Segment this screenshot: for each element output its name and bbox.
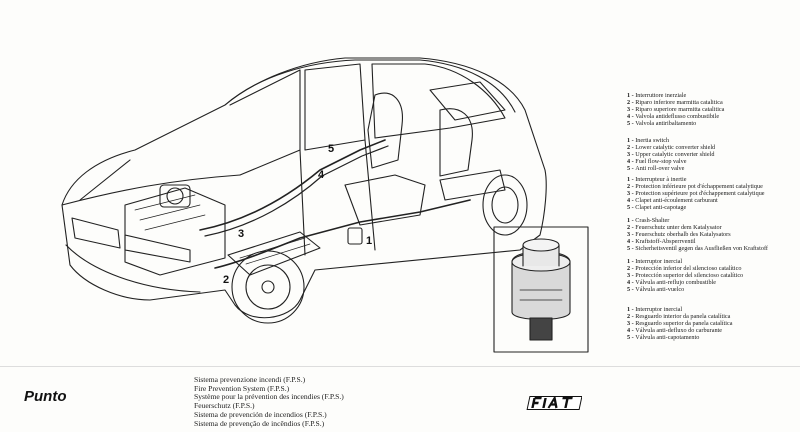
- engine-block: [124, 187, 226, 276]
- legend-item: 3 - Protección superior del silencioso c…: [627, 272, 744, 280]
- legend-item: 5 - Clapet anti-capotage: [627, 204, 687, 212]
- door-line: [299, 139, 376, 256]
- legend-item: 3 - Resguardo superior da panela catalít…: [627, 320, 733, 328]
- fuel-line: [199, 139, 386, 231]
- front-wheel-rim: [245, 264, 291, 310]
- callout-1: 1: [366, 235, 372, 247]
- roof-line: [224, 59, 516, 113]
- side-window-front: [304, 63, 366, 151]
- legend-item: 2 - Feuerschutz unter dem Katalysator: [627, 224, 722, 232]
- legend-item: 3 - Upper catalytic converter shield: [627, 151, 715, 159]
- callout-5: 5: [328, 143, 334, 155]
- legend-item: 5 - Válvula anti-vuelco: [627, 286, 685, 294]
- callout-4: 4: [318, 169, 325, 181]
- rear-muffler: [439, 169, 506, 201]
- callout-2: 2: [223, 274, 229, 286]
- legend-item: 5 - Anti roll-over valve: [627, 165, 685, 173]
- legend-spanish: 1 - Interruptor inercial 2 - Protección …: [627, 258, 799, 293]
- caption-line: Sistema prevenzione incendi (F.P.S.): [194, 375, 306, 384]
- legend-french: 1 - Interrupteur à inertie 2 - Protectio…: [627, 176, 799, 211]
- fuel-tank: [344, 174, 426, 226]
- legend-german: 1 - Crash-Shalter 2 - Feuerschutz unter …: [627, 217, 799, 252]
- legend-item: 4 - Fuel flow-stop valve: [627, 158, 687, 166]
- headlight: [71, 217, 121, 249]
- windscreen: [229, 69, 301, 176]
- caption-line: Sistema de prevención de incendios (F.P.…: [194, 409, 327, 419]
- legend-item: 2 - Protection inférieure pot d'échappem…: [627, 183, 763, 191]
- rear-wheel-rim: [491, 186, 519, 224]
- legend-portuguese: 1 - Interruptor inercial 2 - Resguardo i…: [627, 306, 799, 341]
- side-window-rear: [371, 63, 506, 139]
- inertia-switch-detail: [511, 238, 571, 341]
- model-name: Punto: [24, 388, 67, 405]
- rear-window: [429, 81, 506, 121]
- front-seat: [367, 92, 403, 169]
- caption-line: Fire Prevention System (F.P.S.): [194, 383, 290, 393]
- inset-frame: [493, 226, 589, 353]
- legend-item: 4 - Valvola antideflusso combustibile: [627, 113, 720, 121]
- hood-line: [61, 174, 241, 206]
- caption-line: Sistema de prevenção de incêndios (F.P.S…: [194, 418, 325, 428]
- legend-item: 1 - Interrupteur à inertie: [627, 176, 687, 183]
- rear-seat: [439, 108, 473, 177]
- fiat-logo: [526, 396, 582, 410]
- legend-item: 4 - Kraftstoff-Absperrventil: [627, 238, 696, 246]
- legend-item: 3 - Feuerschutz oberhalb des Katalysator…: [627, 231, 731, 239]
- legend-item: 3 - Riparo superiore marmitta catalitica: [627, 106, 725, 114]
- caption-line: Système pour la prévention des incendies…: [194, 392, 344, 402]
- legend-item: 4 - Clapet anti-écoulement carburant: [627, 197, 718, 205]
- legend-item: 1 - Crash-Shalter: [627, 217, 670, 224]
- legend-italian: 1 - Interruttore inerziale 2 - Riparo in…: [627, 92, 799, 127]
- exhaust-pipe: [214, 199, 471, 269]
- legend-item: 2 - Riparo inferiore marmitta catalitica: [627, 99, 723, 107]
- legend-item: 3 - Protection supérieure pot d'échappem…: [627, 190, 765, 198]
- legend-item: 5 - Sicherheitsventil gegen das Ausfließ…: [627, 245, 768, 253]
- divider: [0, 366, 800, 367]
- legend-item: 4 - Válvula anti-reflujo combustible: [627, 279, 717, 287]
- legend-item: 2 - Lower catalytic converter shield: [627, 144, 716, 152]
- bumper: [65, 244, 201, 293]
- legend-item: 2 - Protección inferior del silencioso c…: [627, 265, 742, 273]
- caption-line: Feuerschutz (F.P.S.): [194, 401, 255, 411]
- legend-item: 2 - Resguardo interior da panela catalít…: [627, 313, 731, 321]
- legend-item: 1 - Inertia switch: [627, 137, 670, 144]
- car-body-outline: [61, 57, 547, 319]
- hood-crease: [79, 159, 131, 201]
- grille: [124, 234, 191, 263]
- legend-item: 5 - Válvula anti-capotamento: [627, 334, 700, 342]
- caption: Sistema prevenzione incendi (F.P.S.) Fir…: [194, 375, 344, 428]
- legend-item: 5 - Valvola antiribaltamento: [627, 120, 697, 128]
- catalytic-converter: [227, 231, 321, 276]
- legend-item: 1 - Interruttore inerziale: [627, 92, 687, 99]
- legend-item: 4 - Válvula anti-defluxo do carburante: [627, 327, 723, 335]
- legend-english: 1 - Inertia switch 2 - Lower catalytic c…: [627, 137, 799, 172]
- front-wheel: [231, 250, 305, 324]
- legend-item: 1 - Interruptor inercial: [627, 258, 683, 265]
- rear-wheel: [482, 174, 528, 236]
- legend-item: 1 - Interruptor inercial: [627, 306, 683, 313]
- inertia-switch-small: [347, 227, 363, 245]
- callout-3: 3: [238, 228, 244, 240]
